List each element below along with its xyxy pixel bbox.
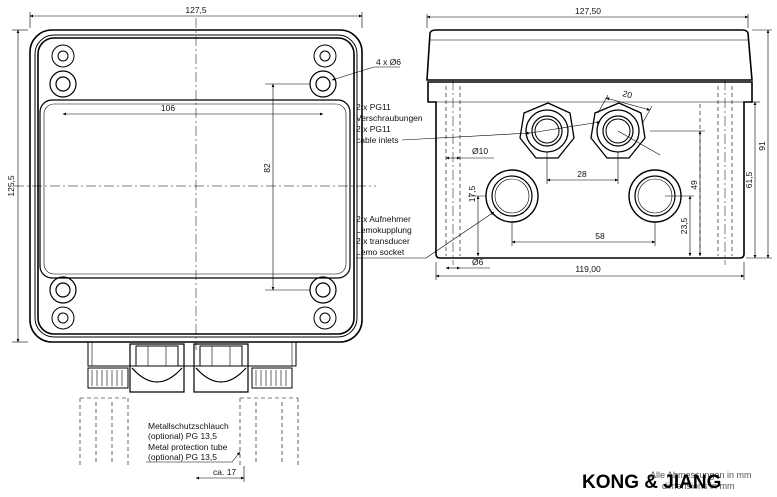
brand-logo-text: KONG & JIANG <box>582 472 721 493</box>
front-inner-width-dim: 106 <box>161 103 175 113</box>
lemo-socket-left <box>485 169 539 223</box>
gland-callout: 2 x PG11 Verschraubungen 2 x PG11 cable … <box>356 102 601 145</box>
side-socket-spacing-dim: 58 <box>595 231 605 241</box>
watermark-line2: dimensions in mm <box>662 481 735 491</box>
front-view: 127,5 125,5 106 82 4 x Ø6 <box>6 5 401 482</box>
corner-boss-bottom-left <box>49 276 77 330</box>
front-inner-panel <box>39 99 351 279</box>
gland-callout-line1: 2 x PG11 <box>356 102 391 112</box>
front-height-dim: 125,5 <box>6 175 16 197</box>
socket-callout-line3: 2 x transducer <box>356 236 410 246</box>
gland-callout-line3: 2 x PG11 <box>356 124 391 134</box>
watermark-line1: Alle Abmessungen in mm <box>650 470 752 480</box>
conduit-callout-line4: (optional) PG 13,5 <box>148 452 217 462</box>
side-view: 20 127,50 119,00 91 61,5 49 23,5 17,5 <box>426 6 772 280</box>
conduit-length-dim: ca. 17 <box>213 467 236 477</box>
corner-boss-top-right <box>309 44 337 98</box>
conduit-callout-line1: Metallschutzschlauch <box>148 421 229 431</box>
gland-callout-line4: cable inlets <box>356 135 399 145</box>
side-height-dim: 91 <box>757 141 767 151</box>
socket-callout-line1: 2 x Aufnehmer <box>356 214 411 224</box>
front-inner-panel-edge <box>43 103 347 275</box>
gland-callout-line2: Verschraubungen <box>356 113 423 123</box>
bottom-glands <box>79 341 299 468</box>
side-left-offset-dim: 17,5 <box>467 185 477 202</box>
side-lid <box>426 29 753 81</box>
holes-callout: 4 x Ø6 <box>376 57 401 67</box>
side-level-lower-dim: 23,5 <box>679 217 689 234</box>
conduit-callout-line3: Metal protection tube <box>148 442 228 452</box>
conduit-callout-line2: (optional) PG 13,5 <box>148 431 217 441</box>
side-diam-hole-dim: Ø6 <box>472 257 484 267</box>
socket-callout: 2 x Aufnehmer Lemokupplung 2 x transduce… <box>356 211 495 259</box>
socket-callout-line2: Lemokupplung <box>356 225 412 235</box>
side-level-upper-dim: 49 <box>689 180 699 190</box>
side-width-top-dim: 127,50 <box>575 6 601 16</box>
corner-boss-bottom-right <box>309 276 337 330</box>
socket-callout-line4: Lemo socket <box>356 247 405 257</box>
side-diam-small-dim: Ø10 <box>472 146 488 156</box>
side-width-bottom-dim: 119,00 <box>575 264 601 274</box>
front-width-dim: 127,5 <box>185 5 207 15</box>
front-inner-height-dim: 82 <box>262 163 272 173</box>
corner-boss-top-left <box>49 44 77 98</box>
side-gland-size-dim: 20 <box>621 88 633 100</box>
side-body-height-dim: 61,5 <box>744 171 754 188</box>
side-body <box>427 81 753 259</box>
side-gland-spacing-dim: 28 <box>577 169 587 179</box>
